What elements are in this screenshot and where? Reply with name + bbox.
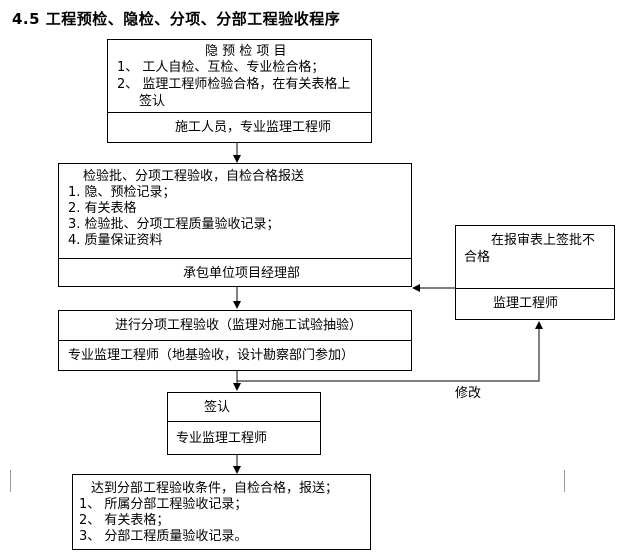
box4-divider xyxy=(168,421,320,422)
box2-divider xyxy=(59,258,411,259)
box2-item-1: 1. 隐、预检记录； xyxy=(68,185,176,200)
box-reject: 在报审表上签批不 合格 监理工程师 xyxy=(455,225,615,320)
box5-item-1: 1、 所属分部工程验收记录； xyxy=(79,497,248,512)
box1-item-3: 签认 xyxy=(139,94,166,109)
box2-item-4: 4. 质量保证资料 xyxy=(68,233,163,248)
box4-heading: 签认 xyxy=(204,400,231,415)
box1-divider xyxy=(108,112,371,113)
box-division-acceptance: 达到分部工程验收条件，自检合格，报送； 1、 所属分部工程验收记录； 2、 有关… xyxy=(72,474,371,550)
box-inspection-items: 隐 预 检 项 目 1、 工人自检、互检、专业检合格； 2、 监理工程师检验合格… xyxy=(107,39,372,143)
box4-role: 专业监理工程师 xyxy=(176,431,268,446)
crop-mark-left xyxy=(10,470,11,492)
box1-item-1: 1、 工人自检、互检、专业检合格； xyxy=(117,60,325,75)
box1-item-2: 2、 监理工程师检验合格，在有关表格上 xyxy=(117,77,351,92)
box5-item-3: 3、 分部工程质量验收记录。 xyxy=(79,529,248,544)
page-title: 4.5 工程预检、隐检、分项、分部工程验收程序 xyxy=(12,10,341,28)
box1-heading: 隐 预 检 项 目 xyxy=(205,44,287,59)
reject-text-line2: 合格 xyxy=(464,250,491,265)
box5-item-2: 2、 有关表格； xyxy=(79,513,170,528)
box2-heading: 检验批、分项工程验收，自检合格报送 xyxy=(83,169,305,184)
reject-text-line1: 在报审表上签批不 xyxy=(491,233,596,248)
box2-role: 承包单位项目经理部 xyxy=(183,266,301,281)
box3-role: 专业监理工程师（地基验收，设计勘察部门参加） xyxy=(68,348,355,363)
box-inspection-lot-acceptance: 检验批、分项工程验收，自检合格报送 1. 隐、预检记录； 2. 有关表格 3. … xyxy=(58,163,412,287)
box-subitem-acceptance: 进行分项工程验收（监理对施工试验抽验） 专业监理工程师（地基验收，设计勘察部门参… xyxy=(58,310,412,371)
box1-role: 施工人员，专业监理工程师 xyxy=(175,120,332,135)
box2-item-2: 2. 有关表格 xyxy=(68,201,137,216)
reject-divider xyxy=(456,288,614,289)
box-signoff: 签认 专业监理工程师 xyxy=(167,392,321,455)
box2-item-3: 3. 检验批、分项工程质量验收记录； xyxy=(68,217,280,232)
crop-mark-right xyxy=(564,470,565,492)
reject-role: 监理工程师 xyxy=(493,296,559,311)
box3-divider xyxy=(59,340,411,341)
fix-label: 修改 xyxy=(455,386,482,401)
box5-heading: 达到分部工程验收条件，自检合格，报送； xyxy=(91,481,339,496)
fix-loop-line xyxy=(237,321,543,382)
box3-heading: 进行分项工程验收（监理对施工试验抽验） xyxy=(115,318,363,333)
